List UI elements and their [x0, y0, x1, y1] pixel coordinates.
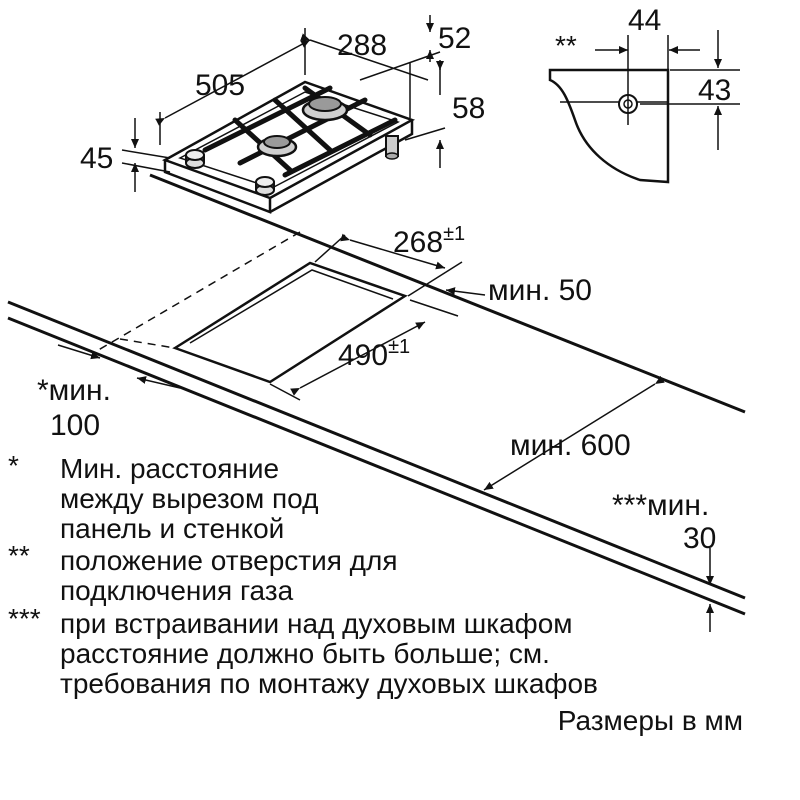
note-1-line-1: Мин. расстояние	[60, 453, 279, 484]
dim-45-label: 45	[80, 142, 113, 175]
footnotes: * Мин. расстояние между вырезом под пане…	[8, 450, 743, 736]
dim-58-label: 58	[452, 92, 485, 125]
dim-288-label: 288	[337, 29, 387, 62]
dim-490-label: 490±1	[338, 336, 410, 372]
note-2-marker: **	[8, 540, 30, 571]
note-1-marker: *	[8, 450, 19, 481]
min-100-label-line2: 100	[50, 409, 100, 442]
min-30-label-line1: ***мин.	[612, 489, 709, 522]
note-1-line-3: панель и стенкой	[60, 513, 284, 544]
small-burner	[256, 135, 298, 158]
dim-44-label: 44	[628, 4, 661, 37]
dim-52-label: 52	[438, 22, 471, 55]
note-3-line-2: расстояние должно быть больше; см.	[60, 638, 550, 669]
min-50-label: мин. 50	[488, 274, 592, 307]
note-3-line-3: требования по монтажу духовых шкафов	[60, 668, 598, 699]
dim-505-label: 505	[195, 69, 245, 102]
gas-hob-drawing	[161, 80, 416, 214]
note-1-line-2: между вырезом под	[60, 483, 318, 514]
gas-connection-detail	[548, 30, 740, 184]
gas-position-marker: **	[555, 30, 577, 61]
dim-268-label: 268±1	[393, 223, 465, 259]
min-600-label: мин. 600	[510, 429, 631, 462]
note-2-line-2: подключения газа	[60, 575, 294, 606]
min-30-label-line2: 30	[683, 522, 716, 555]
gas-connector	[385, 135, 399, 160]
worktop-dimension-lines	[57, 233, 714, 632]
note-3-line-1: при встраивании над духовым шкафом	[60, 608, 573, 639]
dim-43-label: 43	[698, 74, 731, 107]
large-burner	[301, 96, 349, 122]
min-100-label-line1: *мин.	[37, 374, 111, 407]
note-2-line-1: положение отверстия для	[60, 545, 398, 576]
units-note: Размеры в мм	[558, 705, 743, 736]
control-knobs	[185, 149, 275, 196]
hob-dimension-lines	[121, 15, 446, 192]
note-3-marker: ***	[8, 603, 41, 634]
